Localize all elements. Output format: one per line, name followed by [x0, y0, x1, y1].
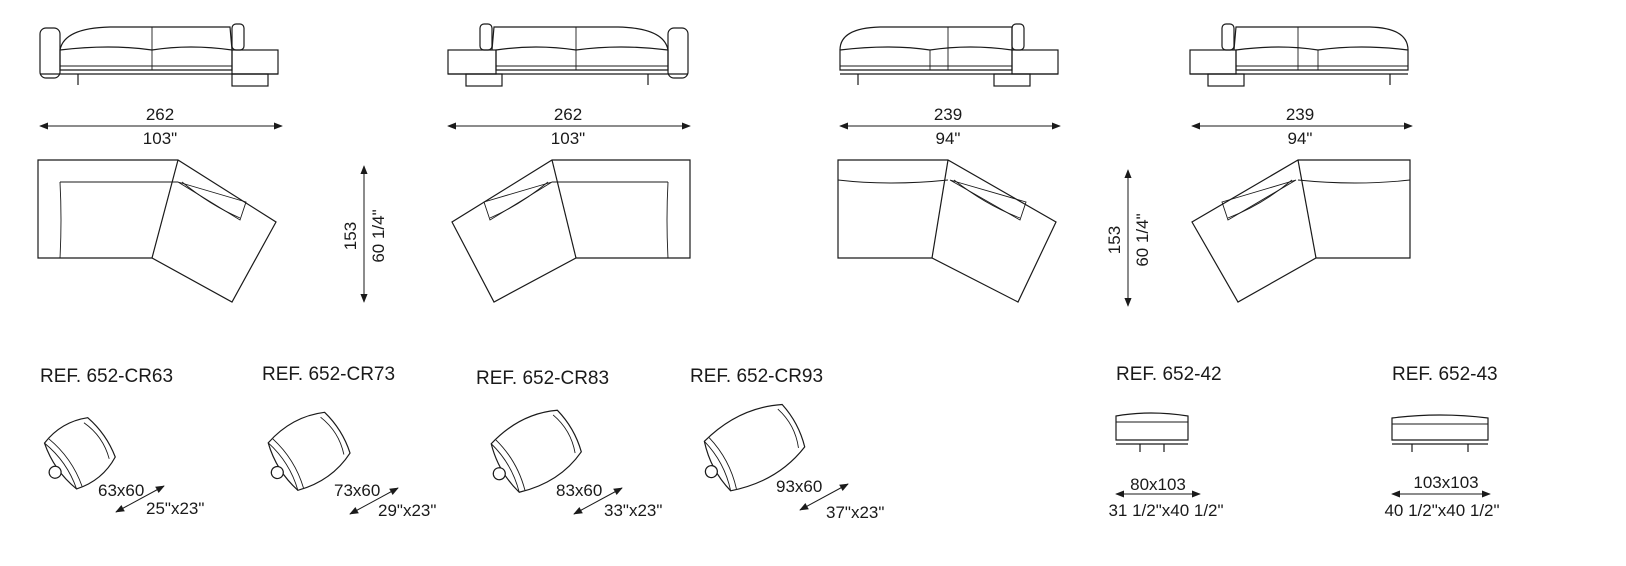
- ottoman-652-43-size-cm: 103x103: [1413, 473, 1478, 492]
- ottoman-652-43: REF. 652-43 103x103 40 1/2"x40 1/2": [1384, 364, 1499, 520]
- sofa-4-front-view: [1189, 23, 1409, 87]
- depth-dimension-2: 153 60 1/4": [1105, 169, 1152, 307]
- sofa-1-top-view: [37, 159, 277, 303]
- cushion-cr73-ref: REF. 652-CR73: [262, 364, 395, 385]
- sofa-2-width-in: 103": [551, 129, 585, 148]
- cushion-cr93-size-cm: 93x60: [776, 477, 822, 496]
- sofa-2-front-view: [447, 23, 689, 87]
- cushion-cr93-ref: REF. 652-CR93: [690, 366, 823, 387]
- cushion-cr63-ref: REF. 652-CR63: [40, 366, 173, 387]
- sofa-1-width-cm: 262: [146, 105, 174, 124]
- sofa-3-width-in: 94": [936, 129, 961, 148]
- sofa-4-width-cm: 239: [1286, 105, 1314, 124]
- cushion-cr93: REF. 652-CR93 93x60 37"x23": [690, 366, 884, 522]
- sofa-1-width-in: 103": [143, 129, 177, 148]
- sofa-4-top-view: [1191, 159, 1411, 303]
- ottoman-652-42-ref: REF. 652-42: [1116, 364, 1222, 385]
- cushion-cr73-size-in: 29"x23": [378, 501, 436, 520]
- cushion-cr83-ref: REF. 652-CR83: [476, 368, 609, 389]
- sofa-3-front-view: [839, 23, 1059, 87]
- cushion-cr73: REF. 652-CR73 73x60 29"x23": [262, 364, 436, 520]
- sofa-1-width-dimension: 262 103": [39, 105, 283, 148]
- sofa-3-width-cm: 239: [934, 105, 962, 124]
- cushion-cr73-size-cm: 73x60: [334, 481, 380, 500]
- cushion-cr93-size-in: 37"x23": [826, 503, 884, 522]
- cushion-cr63-size-cm: 63x60: [98, 481, 144, 500]
- sofa-3-width-dimension: 239 94": [839, 105, 1061, 148]
- ottoman-652-43-ref: REF. 652-43: [1392, 364, 1498, 385]
- sofa-2-width-dimension: 262 103": [447, 105, 691, 148]
- sofa-2-top-view: [451, 159, 691, 303]
- cushion-cr63-size-in: 25"x23": [146, 499, 204, 518]
- sofa-3-top-view: [837, 159, 1057, 303]
- depth-dimension-1: 153 60 1/4": [341, 165, 388, 303]
- cushion-cr63: REF. 652-CR63 63x60 25"x23": [40, 366, 204, 518]
- sofa-2-width-cm: 262: [554, 105, 582, 124]
- sofa-4-width-dimension: 239 94": [1191, 105, 1413, 148]
- depth-2-cm: 153: [1105, 226, 1124, 254]
- ottoman-652-42-size-cm: 80x103: [1130, 475, 1186, 494]
- ottoman-652-42: REF. 652-42 80x103 31 1/2"x40 1/2": [1108, 364, 1223, 520]
- depth-1-cm: 153: [341, 222, 360, 250]
- cushion-cr83: REF. 652-CR83 83x60 33"x23": [476, 368, 662, 520]
- sofa-1-front-view: [39, 23, 279, 87]
- depth-1-in: 60 1/4": [369, 209, 388, 262]
- cushion-cr83-size-in: 33"x23": [604, 501, 662, 520]
- sofa-4-width-in: 94": [1288, 129, 1313, 148]
- ottoman-652-43-size-in: 40 1/2"x40 1/2": [1384, 501, 1499, 520]
- ottoman-652-42-size-in: 31 1/2"x40 1/2": [1108, 501, 1223, 520]
- depth-2-in: 60 1/4": [1133, 213, 1152, 266]
- cushion-cr83-size-cm: 83x60: [556, 481, 602, 500]
